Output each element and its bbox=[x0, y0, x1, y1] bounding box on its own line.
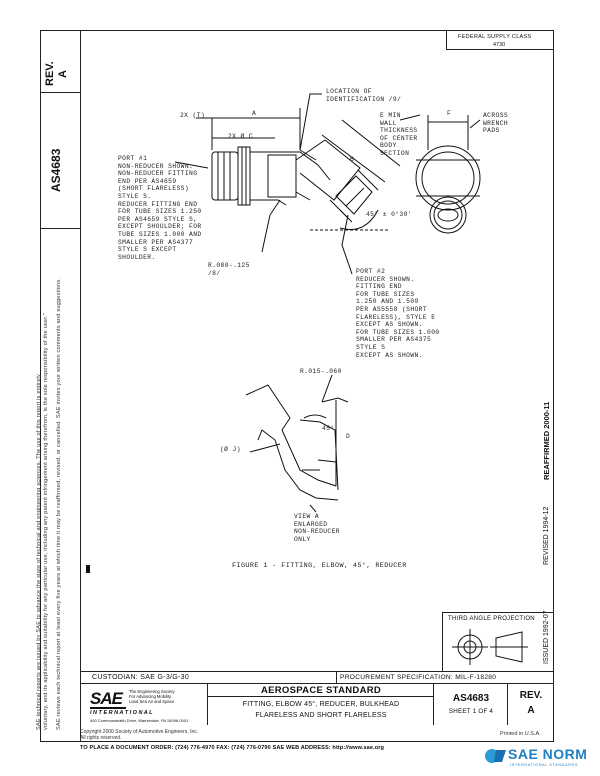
projection-label: THIRD ANGLE PROJECTION bbox=[448, 616, 535, 622]
title-doc-number: AS4683 bbox=[452, 693, 490, 704]
title-line-2: FLARELESS AND SHORT FLARELESS bbox=[255, 712, 387, 719]
sae-tagline-3: Land Sea Air and Space bbox=[129, 699, 175, 704]
label-location: LOCATION OF IDENTIFICATION /9/ bbox=[326, 88, 402, 103]
procurement-spec: PROCUREMENT SPECIFICATION: MIL-F-18280 bbox=[340, 674, 497, 681]
sae-address: 400 Commonwealth Drive, Warrendale, PA 1… bbox=[90, 718, 189, 723]
sheet-number: SHEET 1 OF 4 bbox=[448, 708, 494, 715]
federal-supply-class-label: FEDERAL SUPPLY CLASS bbox=[458, 34, 532, 40]
doc-number-block bbox=[434, 683, 508, 725]
label-2x-t: 2X (T) bbox=[180, 112, 206, 119]
label-port2: PORT #2 REDUCER SHOWN. FITTING END FOR T… bbox=[356, 268, 440, 359]
title-block bbox=[80, 671, 554, 742]
label-port1: PORT #1 NON-REDUCER SHOWN. NON-REDUCER F… bbox=[118, 155, 202, 261]
sidebar: REV. A AS4683 SAE technical reports are … bbox=[36, 30, 80, 742]
title-rev-value: A bbox=[527, 705, 535, 716]
sae-tagline-1: The Engineering Society bbox=[129, 689, 175, 694]
label-radius2: R.015-.060 bbox=[300, 368, 342, 375]
figure-caption: FIGURE 1 - FITTING, ELBOW, 45°, REDUCER bbox=[232, 562, 407, 570]
title-area bbox=[208, 683, 434, 725]
standard-type: AEROSPACE STANDARD bbox=[260, 685, 382, 696]
printed-in: Printed in U.S.A. bbox=[500, 731, 541, 737]
sae-tagline-2: For Advancing Mobility bbox=[129, 694, 172, 699]
drawing-frame bbox=[40, 30, 554, 742]
label-view-a: VIEW A ENLARGED NON-REDUCER ONLY bbox=[294, 513, 340, 543]
custodian: CUSTODIAN: SAE G-3/G-30 bbox=[92, 674, 190, 681]
watermark-icon bbox=[485, 749, 506, 763]
label-b: B bbox=[350, 156, 355, 163]
label-45: 45° bbox=[322, 425, 335, 432]
label-across: ACROSS WRENCH PADS bbox=[483, 112, 509, 135]
label-a-top: A bbox=[252, 110, 257, 117]
label-radius: R.080-.125 /8/ bbox=[208, 262, 250, 277]
federal-supply-class-value: 4730 bbox=[493, 42, 506, 48]
label-2x-dia-c: 2X Ø C bbox=[228, 133, 254, 140]
title-block-row-divider bbox=[80, 683, 554, 684]
watermark-sub: INTERNATIONAL STANDARDS bbox=[510, 763, 578, 767]
title-line-1: FITTING, ELBOW 45°, REDUCER, BULKHEAD bbox=[242, 701, 400, 708]
label-d: D bbox=[346, 433, 351, 440]
watermark-logo: SAE NORM INTERNATIONAL STANDARDS bbox=[484, 744, 596, 772]
watermark-brand: SAE NORM bbox=[508, 746, 588, 762]
order-info: TO PLACE A DOCUMENT ORDER: (724) 776-497… bbox=[80, 745, 385, 751]
label-dia-j: (Ø J) bbox=[220, 446, 241, 453]
title-rev-label: REV. bbox=[519, 690, 543, 701]
margin-marker bbox=[86, 565, 90, 573]
rights: All rights reserved. bbox=[80, 735, 122, 741]
label-f: F bbox=[447, 110, 452, 117]
label-e-min: E MIN WALL THICKNESS OF CENTER BODY SECT… bbox=[380, 112, 418, 157]
sae-international: I N T E R N A T I O N A L bbox=[90, 710, 153, 716]
projection-box bbox=[442, 612, 554, 671]
sidebar-divider bbox=[80, 30, 81, 742]
sae-logo-block: SAE The Engineering Society For Advancin… bbox=[80, 683, 208, 725]
sae-logo: SAE bbox=[90, 689, 123, 708]
federal-supply-class-box bbox=[446, 30, 554, 50]
label-angle: 45° ± 0°30' bbox=[366, 211, 412, 218]
copyright: Copyright 2000 Society of Automotive Eng… bbox=[80, 729, 199, 735]
